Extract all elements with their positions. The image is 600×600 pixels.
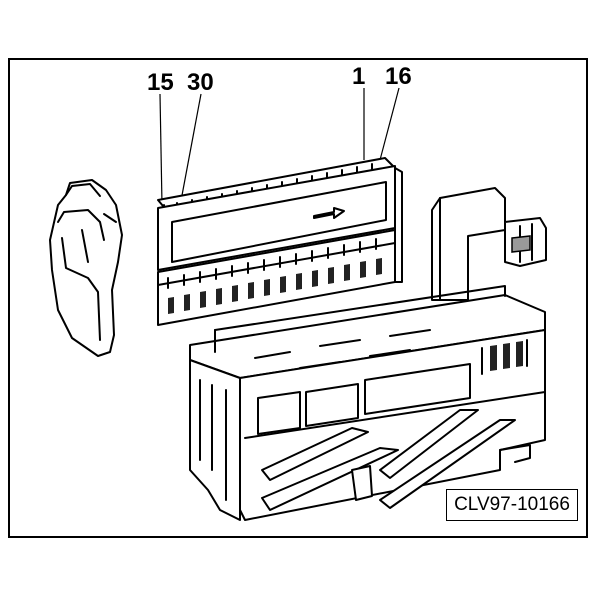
callout-pin-30: 30 xyxy=(187,69,214,96)
callout-pin-16: 16 xyxy=(385,63,412,90)
terminal-slots xyxy=(168,258,382,314)
leader-lines xyxy=(159,87,400,207)
terminal-strip xyxy=(157,157,403,326)
callout-pin-1: 1 xyxy=(352,63,365,90)
reference-code: CLV97-10166 xyxy=(446,489,578,521)
retaining-clip xyxy=(49,179,123,357)
callout-pin-15: 15 xyxy=(147,69,174,96)
connector-housing xyxy=(189,187,547,521)
